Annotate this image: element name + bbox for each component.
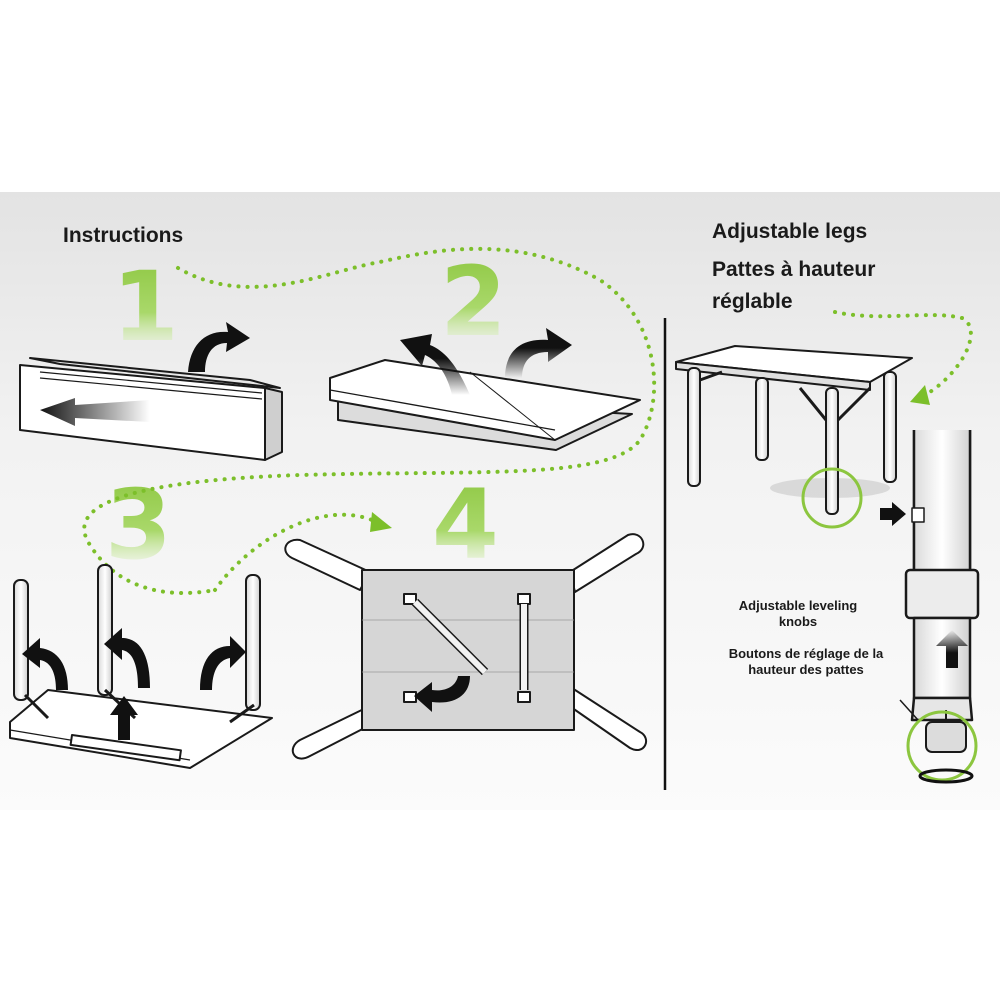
curved-arrow-icon bbox=[22, 638, 68, 690]
adjustable-legs-title-fr-line2: réglable bbox=[712, 290, 793, 313]
curved-arrow-icon bbox=[414, 676, 470, 712]
enlarged-leg bbox=[904, 430, 980, 722]
instructions-title: Instructions bbox=[63, 224, 184, 247]
curved-arrow-icon bbox=[104, 628, 150, 688]
highlight-circle bbox=[801, 467, 863, 529]
curved-arrow-icon bbox=[400, 334, 470, 395]
highlight-circle bbox=[906, 710, 978, 782]
knobs-label-fr: Boutons de réglage de la hauteur des pat… bbox=[728, 646, 884, 677]
right-arrow-icon bbox=[880, 502, 906, 526]
knobs-label-en: Adjustable leveling knobs bbox=[738, 598, 858, 629]
dotted-path bbox=[82, 246, 973, 595]
step-number-1: 1 bbox=[112, 251, 179, 363]
step3-table-legs-up bbox=[9, 564, 273, 769]
curved-arrow-icon bbox=[200, 636, 246, 690]
adjustable-leg-table bbox=[675, 345, 913, 515]
step2-unfolding-table bbox=[329, 359, 641, 451]
curved-arrow-icon bbox=[110, 696, 138, 740]
adjustable-legs-title-fr-line1: Pattes à hauteur bbox=[712, 258, 876, 281]
curved-arrow-icon bbox=[188, 322, 250, 372]
step-number-2: 2 bbox=[440, 246, 507, 358]
dotted-path-arrowheads bbox=[370, 385, 930, 532]
curved-arrow-icon bbox=[505, 328, 572, 378]
curved-arrow-icon bbox=[40, 398, 150, 426]
adjustable-legs-title-en: Adjustable legs bbox=[712, 220, 868, 243]
rotate-arrow-icon bbox=[918, 768, 974, 784]
step-number-4: 4 bbox=[432, 469, 499, 581]
step4-underside bbox=[284, 533, 648, 760]
leveling-knob bbox=[925, 710, 967, 753]
down-arrow-icon bbox=[936, 630, 968, 668]
